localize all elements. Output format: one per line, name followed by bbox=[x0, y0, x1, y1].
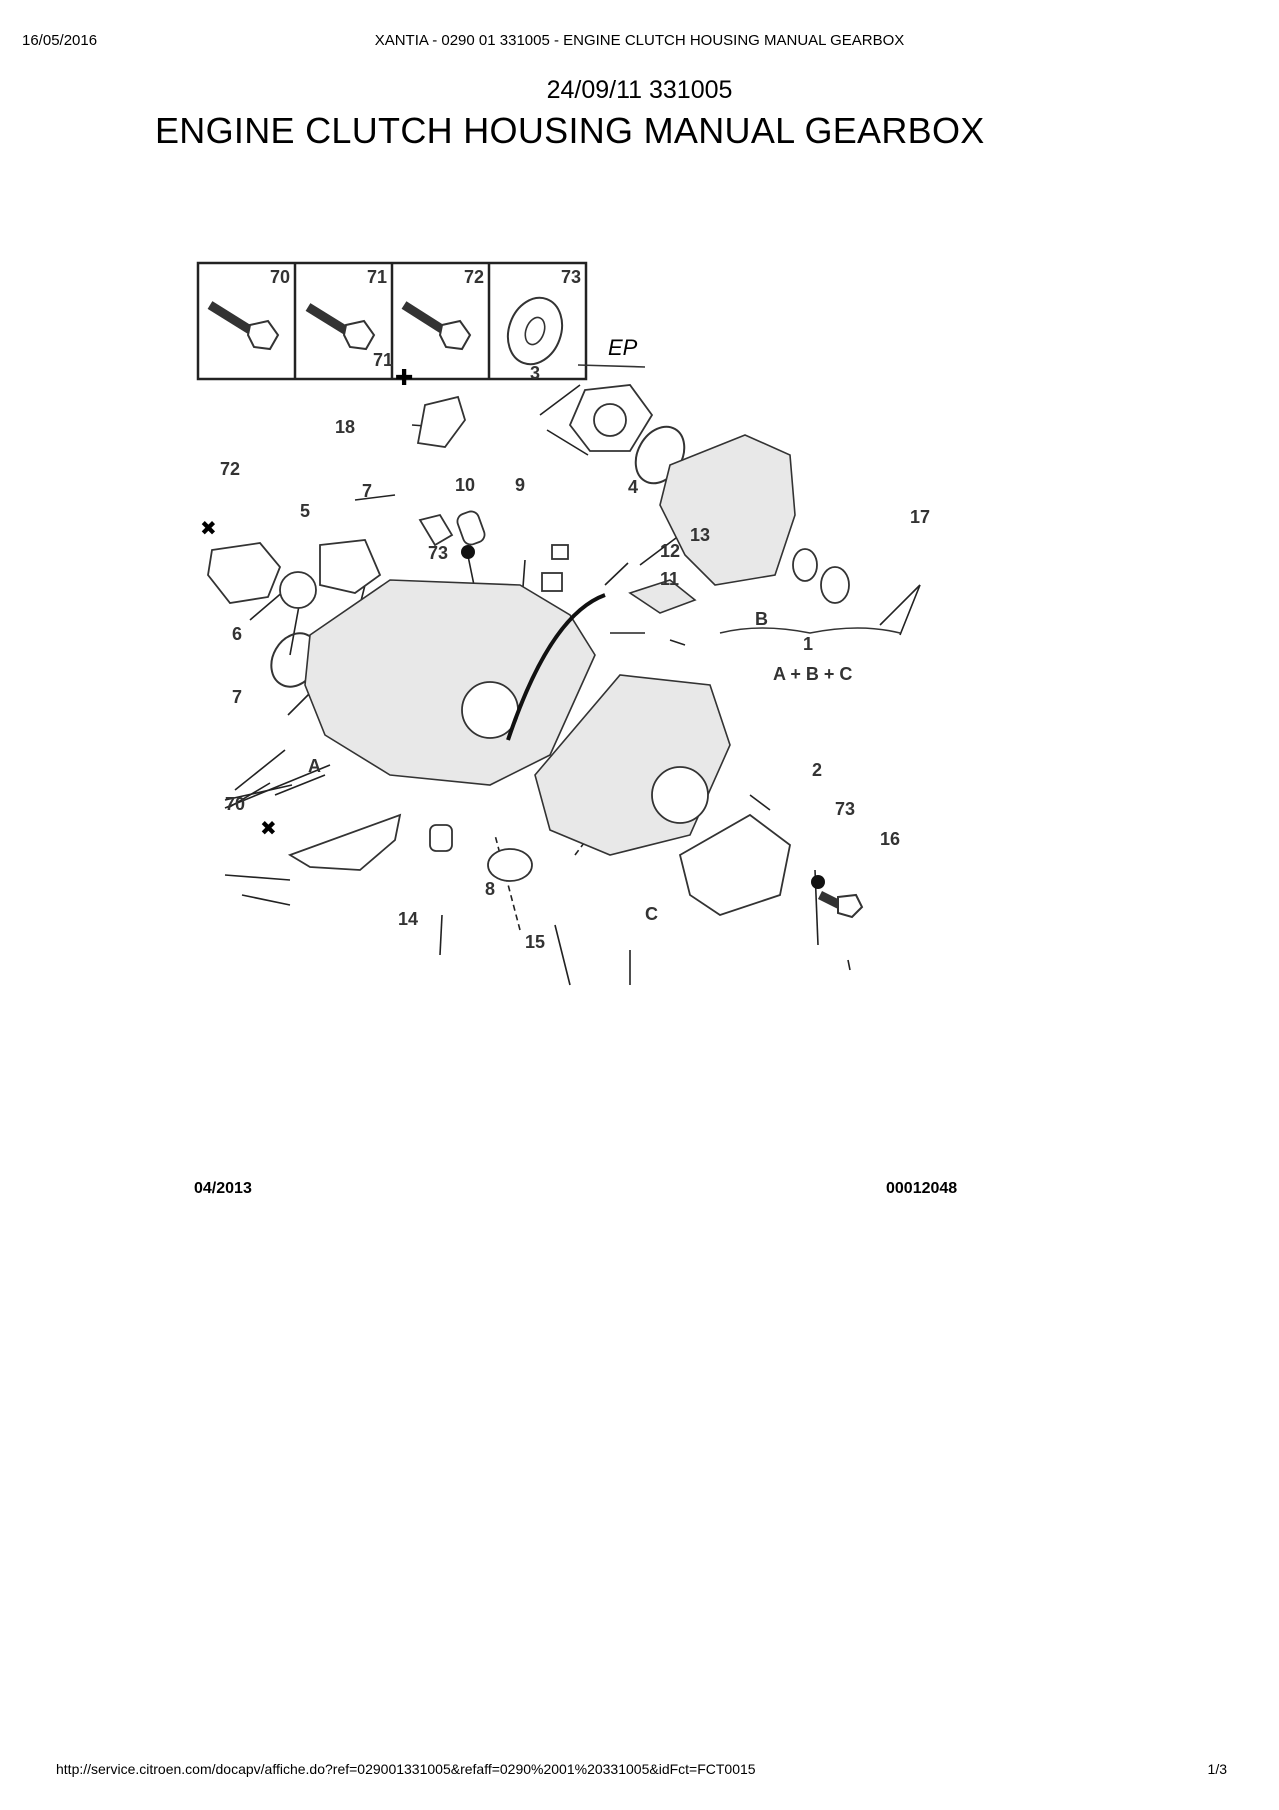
callout-5: 5 bbox=[300, 501, 310, 521]
callout-73-lower: 73 bbox=[835, 799, 855, 819]
callout-72: 72 bbox=[220, 459, 240, 479]
callout-12: 12 bbox=[660, 541, 680, 561]
parts: ✚ ✖ ✖ bbox=[200, 364, 901, 919]
print-header-title: XANTIA - 0290 01 331005 - ENGINE CLUTCH … bbox=[374, 32, 905, 49]
fastener-table: 70 71 72 73 bbox=[196, 261, 588, 381]
callout-7-lower: 7 bbox=[232, 687, 242, 707]
callout-10: 10 bbox=[455, 475, 475, 495]
document-title: ENGINE CLUTCH HOUSING MANUAL GEARBOX bbox=[155, 110, 985, 151]
callout-labels: 71 3 EP 18 4 72 5 7 10 9 17 73 12 13 11 … bbox=[220, 335, 930, 952]
callout-9: 9 bbox=[515, 475, 525, 495]
callout-13: 13 bbox=[690, 525, 710, 545]
figure-date-code: 04/2013 bbox=[194, 1180, 252, 1197]
callout-c: C bbox=[645, 904, 658, 924]
callout-71: 71 bbox=[373, 350, 393, 370]
callout-2: 2 bbox=[812, 760, 822, 780]
callout-15: 15 bbox=[525, 932, 545, 952]
washer-73-icon bbox=[506, 296, 564, 366]
svg-text:✖: ✖ bbox=[260, 816, 277, 840]
callout-16: 16 bbox=[880, 829, 900, 849]
figure-number: 00012048 bbox=[886, 1180, 958, 1197]
callout-b: B bbox=[755, 609, 768, 629]
callout-ep: EP bbox=[608, 335, 638, 360]
table-cell-73: 73 bbox=[561, 267, 581, 287]
svg-text:✚: ✚ bbox=[395, 366, 413, 391]
footer-url: http://service.citroen.com/docapv/affich… bbox=[56, 1761, 756, 1777]
table-cell-70: 70 bbox=[270, 267, 290, 287]
callout-3: 3 bbox=[530, 363, 540, 383]
callout-a-plus-b-plus-c: A + B + C bbox=[773, 664, 852, 684]
callout-18: 18 bbox=[335, 417, 355, 437]
callout-11: 11 bbox=[660, 569, 679, 589]
bolt-70-icon bbox=[207, 301, 280, 351]
bolt-72-icon bbox=[401, 301, 472, 351]
svg-text:✖: ✖ bbox=[200, 516, 217, 540]
callout-7-upper: 7 bbox=[362, 481, 372, 501]
callout-a: A bbox=[308, 756, 321, 776]
callout-17: 17 bbox=[910, 507, 930, 527]
exploded-parts-diagram: 70 71 72 73 bbox=[196, 261, 930, 986]
print-date: 16/05/2016 bbox=[22, 32, 98, 49]
bolt-71-icon bbox=[305, 303, 376, 351]
callout-1: 1 bbox=[803, 634, 813, 654]
callout-8: 8 bbox=[485, 879, 495, 899]
callout-14: 14 bbox=[398, 909, 418, 929]
callout-73-upper: 73 bbox=[428, 543, 448, 563]
callout-70: 70 bbox=[225, 794, 245, 814]
callout-4: 4 bbox=[628, 477, 638, 497]
document-reference: 24/09/11 331005 bbox=[546, 76, 733, 104]
table-cell-72: 72 bbox=[464, 267, 484, 287]
callout-6: 6 bbox=[232, 624, 242, 644]
table-cell-71: 71 bbox=[367, 267, 387, 287]
footer-page-number: 1/3 bbox=[1207, 1761, 1227, 1777]
